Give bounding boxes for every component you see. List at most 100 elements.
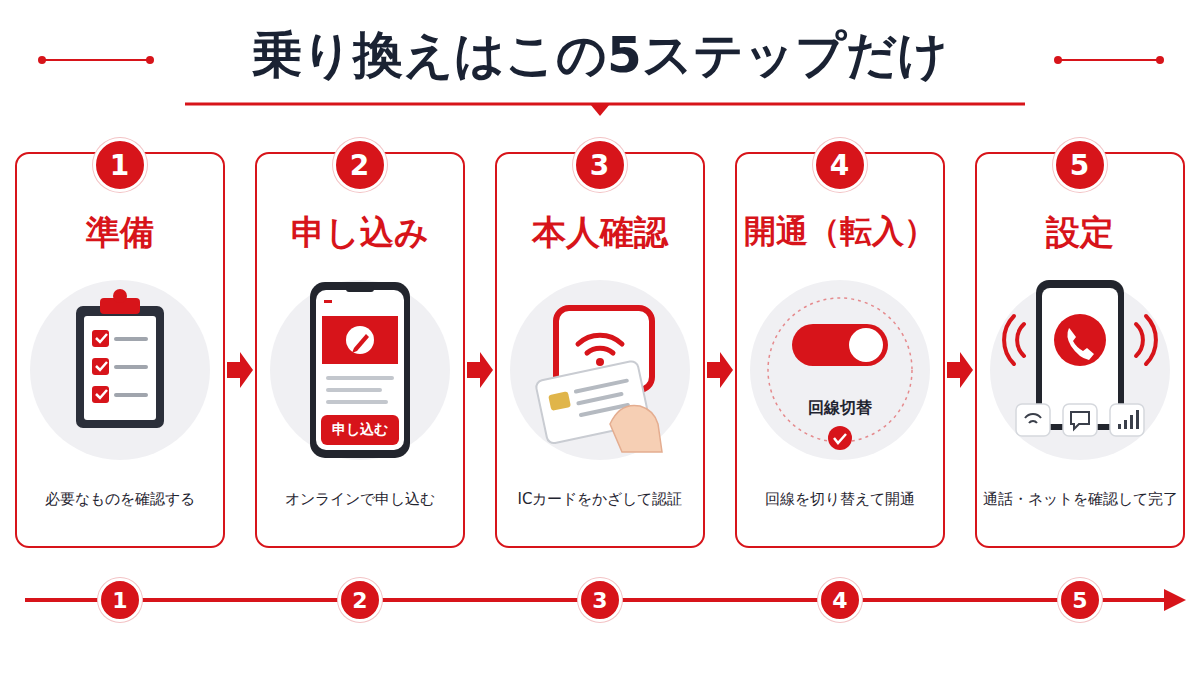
clipboard-icon-part-part: [96, 334, 107, 342]
connector-arrow: [142, 600, 338, 601]
phone-call-icon-part: [1067, 328, 1094, 360]
title-rules-part: [146, 56, 154, 64]
phone-call-icon-part: [1017, 324, 1024, 356]
clipboard-icon-part-part: [96, 362, 107, 370]
ic-card-reader-icon-part: [610, 405, 662, 452]
number: 1: [110, 149, 129, 182]
clipboard-icon-part-part: [92, 386, 109, 403]
phone-call-icon-part: [1054, 314, 1106, 366]
number: 3: [590, 149, 609, 182]
ic-card-reader-icon-part: [578, 335, 622, 344]
phone-call-icon-part: [1136, 324, 1143, 356]
step-number-badge: 1: [93, 138, 147, 192]
step-heading: 準備: [21, 210, 219, 256]
block-arrow: [707, 352, 733, 388]
phone-form-icon-part: [328, 376, 392, 380]
clipboard-icon-part-part: [96, 390, 107, 398]
connector-arrow: [382, 600, 578, 601]
clipboard-icon-part-part: [116, 365, 146, 369]
title-rules-part: [38, 56, 46, 64]
ic-card-reader-icon-part-part: [548, 391, 571, 411]
step-caption: 必要なものを確認する: [20, 490, 220, 509]
title-rules-part: [1058, 59, 1160, 61]
phone-call-icon-part: [1124, 420, 1127, 429]
connector-arrow: [947, 352, 973, 388]
step-caption: オンラインで申し込む: [260, 490, 460, 509]
phone-form-icon-part: [352, 334, 369, 353]
apply-button: 申し込む: [321, 415, 399, 445]
step-caption: 回線を切り替えて開通: [740, 490, 940, 509]
step-heading: 開通（転入）: [741, 210, 939, 254]
line-switch-icon-part: [834, 434, 846, 443]
phone-form-icon-part: [346, 326, 374, 354]
clipboard-icon-part: [92, 330, 146, 403]
clipboard-icon-part: [113, 289, 127, 303]
button-text: 申し込む: [332, 421, 388, 439]
clipboard-icon-part: [84, 316, 156, 420]
line-switch-icon-part: [828, 426, 852, 450]
step-number-badge: 4: [813, 138, 867, 192]
ic-card-reader-icon-part-part: [578, 394, 621, 403]
step-card: 本人確認ICカードをかざして認証3: [495, 152, 705, 548]
phone-form-icon-part: [328, 388, 380, 392]
timeline-marker: 4: [818, 578, 862, 622]
phone-call-icon-part: [1071, 412, 1089, 429]
clipboard-icon-part-part: [92, 330, 109, 347]
number: 2: [352, 588, 367, 613]
ic-card-reader-icon-part-part: [576, 381, 627, 392]
phone-call-icon-part: [1130, 415, 1133, 429]
clipboard-icon-part: [76, 306, 164, 428]
clipboard-icon-part-part: [92, 358, 109, 375]
step-card: 開通（転入）回線を切り替えて開通4: [735, 152, 945, 548]
block-arrow: [227, 352, 253, 388]
connector-arrow: [862, 600, 1058, 601]
phone-call-icon-part: [1136, 410, 1139, 429]
block-arrow: [467, 352, 493, 388]
timeline-marker: 5: [1058, 578, 1102, 622]
line-switch-icon: [750, 280, 930, 460]
step-heading: 本人確認: [501, 210, 699, 256]
connector-arrow: [227, 352, 253, 388]
line-switch-icon-part: [750, 280, 930, 460]
timeline-track-part: [1164, 589, 1186, 611]
step-card: 準備必要なものを確認する 1: [15, 152, 225, 548]
phone-call-icon-part: [1004, 316, 1014, 364]
number: 1: [112, 588, 127, 613]
ic-card-reader-icon-part: [587, 348, 613, 353]
title-rules-part: [1156, 56, 1164, 64]
step-caption: 通話・ネットを確認して完了: [980, 490, 1180, 509]
step-number-badge: 3: [573, 138, 627, 192]
line-switch-icon-part: [849, 328, 883, 362]
timeline-marker: 1: [98, 578, 142, 622]
title-rules-part: [42, 59, 150, 61]
phone-form-icon-part: [328, 400, 386, 404]
number: 3: [592, 588, 607, 613]
phone-call-icon-part: [1016, 404, 1050, 436]
clipboard-icon: [30, 280, 210, 460]
line-switch-icon-part: [792, 324, 888, 366]
ic-card-reader-icon: [510, 280, 690, 460]
step-heading: 設定: [981, 210, 1179, 256]
number: 5: [1070, 149, 1089, 182]
phone-form-icon-part: [346, 286, 374, 292]
phone-form-icon-part: [310, 282, 410, 458]
phone-call-icon-part: [1118, 424, 1121, 429]
step-number-badge: 5: [1053, 138, 1107, 192]
clipboard-icon-part: [30, 280, 210, 460]
timeline-track-part: [1102, 598, 1166, 602]
title-rules-part: [1054, 56, 1062, 64]
phone-call-icon: [990, 280, 1170, 460]
step-heading: 申し込み: [261, 210, 459, 256]
phone-call-icon-part: [1063, 404, 1097, 436]
timeline-segment: [382, 598, 578, 602]
switch-label: 回線切替: [808, 398, 872, 419]
phone-form-icon-part: [322, 316, 398, 364]
phone-call-icon-part: [1110, 404, 1144, 436]
phone-form-icon-part: [270, 280, 450, 460]
phone-form-icon-part: [324, 300, 332, 303]
phone-call-icon-part: [1025, 414, 1041, 423]
timeline-track-part: [25, 598, 98, 602]
connector-arrow: [467, 352, 493, 388]
